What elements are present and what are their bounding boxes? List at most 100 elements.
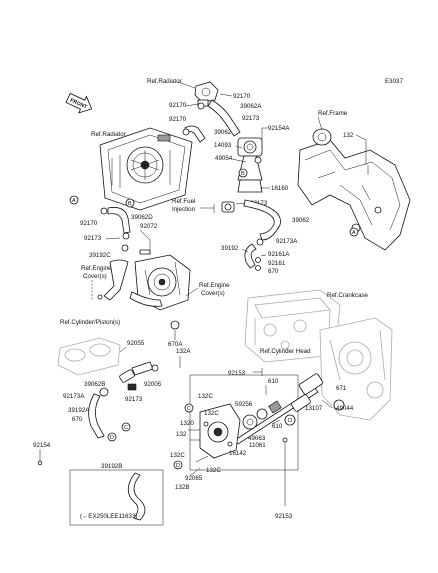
svg-text:B: B — [128, 201, 132, 207]
injection-fitting — [221, 201, 235, 213]
crankcase — [319, 317, 393, 421]
svg-text:C: C — [124, 425, 128, 431]
part-132B-label: 132B — [175, 484, 189, 491]
hose-lower-left — [129, 291, 163, 307]
svg-text:C: C — [187, 406, 191, 412]
part-670A-label: 670A — [168, 341, 183, 348]
ref-engine-cover-label-b: Cover(s) — [201, 290, 225, 297]
part-92173-label-d: 92173 — [125, 396, 143, 403]
part-92153-label-a: 92153 — [228, 370, 246, 377]
part-92161A-label: 92161A — [268, 251, 290, 258]
hose-39192A — [88, 393, 105, 439]
part-11061-label: 11061 — [249, 442, 266, 449]
part-49063-label: 49063 — [248, 435, 266, 442]
ref-cylinder-piston-label: Ref.Cylinder/Piston(s) — [60, 319, 120, 326]
o-ring-671 — [333, 399, 345, 411]
part-610-label-a: 610 — [268, 378, 279, 385]
part-92055-label: 92055 — [127, 340, 145, 347]
part-92173A-label-b: 92173A — [63, 393, 85, 400]
part-92170-label-d: 92170 — [80, 220, 98, 227]
hose-39192C — [103, 259, 129, 301]
pump-housing — [199, 403, 241, 459]
part-16142-label: 16142 — [229, 450, 247, 457]
part-92170-label-b: 92170 — [169, 102, 187, 109]
part-132C-label: 132C — [198, 393, 213, 400]
cylinder-block — [57, 337, 121, 376]
part-92170-label-a: 92170 — [233, 93, 251, 100]
part-92065-label: 92065 — [185, 475, 203, 482]
part-92154A-label: 92154A — [268, 125, 290, 132]
part-1320-label: 1320 — [180, 420, 194, 427]
callout-A-right: A — [349, 227, 359, 237]
part-13107-label: 13107 — [305, 405, 323, 412]
ref-radiator-label-1: Ref.Radiator — [147, 78, 182, 85]
part-39192A-label: 39192A — [68, 407, 90, 414]
callout-B-left: B — [125, 198, 135, 208]
part-39192B-label: 39192B — [101, 463, 122, 470]
radiator — [99, 127, 193, 211]
callout-B-top: B — [238, 168, 248, 178]
callout-D-box: D — [173, 460, 183, 470]
svg-text:A: A — [72, 198, 76, 204]
clamps-left — [121, 244, 151, 255]
water-pump-group-box — [189, 374, 299, 471]
ref-cylinder-head-label: Ref.Cylinder Head — [260, 348, 311, 355]
part-671-label: 671 — [336, 385, 347, 392]
callout-A-left: A — [69, 195, 79, 205]
part-39062-label: 39062 — [292, 217, 310, 224]
part-132-label: 132 — [343, 132, 354, 139]
part-92173-label-c: 92173 — [84, 235, 102, 242]
part-92072-label: 92072 — [140, 223, 158, 230]
hose-39062D — [107, 207, 131, 234]
cylinder-head — [244, 289, 341, 363]
part-92154-label: 92154 — [33, 442, 51, 449]
svg-text:D: D — [110, 435, 114, 441]
part-132C-label-c: 132C — [170, 452, 185, 459]
part-92173-label-a: 92173 — [242, 115, 260, 122]
part-39062C-label: 39062C — [214, 129, 236, 136]
part-92170-label-c: 92170 — [169, 116, 187, 123]
front-arrow-icon: FRONT — [65, 92, 93, 114]
part-92005-label: 92005 — [144, 381, 162, 388]
pump-gear — [284, 394, 311, 426]
svg-text:A: A — [352, 230, 356, 236]
hose-39192B — [127, 472, 146, 521]
water-pipe-fitting — [99, 361, 159, 397]
svg-text:B: B — [241, 171, 245, 177]
callout-C-left: C — [121, 422, 131, 432]
pump-impeller — [242, 400, 282, 430]
part-610-label-b: 610 — [272, 423, 283, 430]
part-670-label-a: 670 — [268, 268, 279, 275]
part-59256-label: 59256 — [235, 401, 253, 408]
svg-text:D: D — [176, 463, 180, 469]
part-39192C-label: 39192C — [89, 252, 111, 259]
part-92173A-label: 92173A — [276, 238, 298, 245]
part-92161-label: 92161 — [268, 260, 286, 267]
part-92153-label-b: 92153 — [275, 513, 293, 520]
ref-engine-label-a: Ref.Engine — [81, 265, 112, 272]
part-14093-label: 14093 — [214, 142, 232, 149]
part-39062A-label: 39062A — [240, 103, 262, 110]
ref-radiator-label-2: Ref.Radiator — [91, 131, 126, 138]
hose-39062A — [207, 99, 241, 137]
ref-engine-cover-label-a: Cover(s) — [83, 273, 107, 280]
part-49054-label: 49054 — [215, 155, 233, 162]
part-670-label-b: 670 — [72, 416, 83, 423]
part-39062B-label: 39062B — [84, 381, 105, 388]
ref-frame-label: Ref.Frame — [318, 110, 348, 117]
part-132-label-b: 132 — [176, 431, 187, 438]
hose-39062 — [243, 199, 281, 241]
variant-bracket-box — [69, 469, 164, 526]
part-132C-label-b: 132C — [204, 410, 219, 417]
variant-note: (←EX250LEE11633) — [80, 513, 137, 520]
hose-39192 — [244, 243, 257, 269]
diagram-code: E3037 — [385, 78, 403, 85]
callout-C-box: C — [184, 403, 194, 413]
part-132A-label: 132A — [176, 348, 191, 355]
part-132C-label-d: 132C — [206, 467, 221, 474]
part-39062D-label: 39062D — [131, 214, 153, 221]
part-49044-label: 49044 — [336, 405, 354, 412]
ref-engine-label-b: Ref.Engine — [199, 282, 230, 289]
ref-fuel-label: Ref.Fuel — [172, 198, 195, 205]
